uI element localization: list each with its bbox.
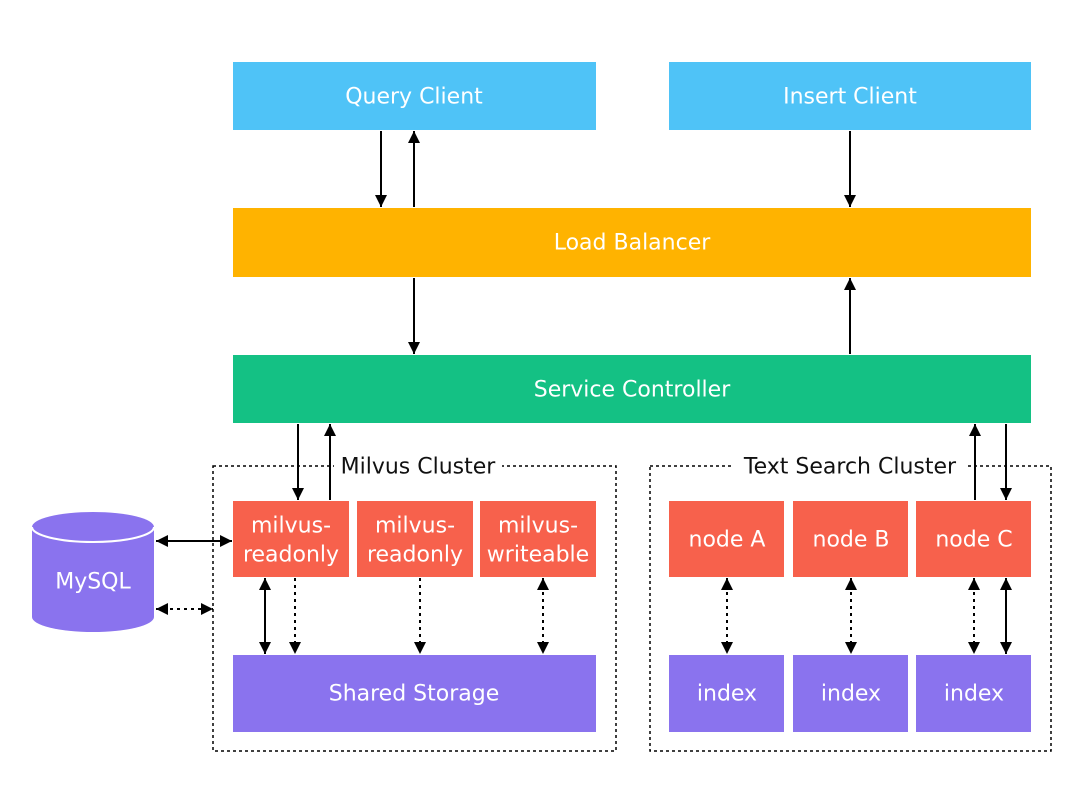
- text-search-node-label: node A: [689, 528, 766, 553]
- service-controller: Service Controller: [233, 355, 1031, 423]
- milvus-node-label: milvus-: [375, 514, 455, 539]
- index-label: index: [821, 682, 881, 707]
- text-search-node-label: node C: [935, 528, 1012, 553]
- insert-client: Insert Client: [669, 62, 1031, 130]
- service-controller-label: Service Controller: [534, 378, 731, 403]
- text-search-node-c: node C: [916, 501, 1031, 577]
- query-client-label: Query Client: [345, 85, 483, 110]
- milvus-node-label: writeable: [487, 543, 589, 568]
- insert-client-label: Insert Client: [783, 85, 917, 110]
- index-c: index: [916, 655, 1031, 732]
- mysql-database: MySQL: [31, 512, 155, 632]
- shared-storage-label: Shared Storage: [329, 682, 500, 707]
- text-search-node-b: node B: [793, 501, 908, 577]
- index-b: index: [793, 655, 908, 732]
- text-search-cluster-title: Text Search Cluster: [743, 455, 957, 480]
- shared-storage: Shared Storage: [233, 655, 596, 732]
- load-balancer: Load Balancer: [233, 208, 1031, 277]
- mysql-label: MySQL: [55, 570, 131, 595]
- milvus-node-label: milvus-: [498, 514, 578, 539]
- milvus-node-label: readonly: [367, 543, 463, 568]
- index-a: index: [669, 655, 784, 732]
- index-label: index: [944, 682, 1004, 707]
- milvus-node-readonly-2: milvus- readonly: [357, 501, 473, 577]
- index-label: index: [697, 682, 757, 707]
- milvus-node-writeable: milvus- writeable: [480, 501, 596, 577]
- milvus-node-readonly-1: milvus- readonly: [233, 501, 349, 577]
- milvus-cluster-frame: [212, 465, 617, 752]
- query-client: Query Client: [233, 62, 596, 130]
- text-search-node-label: node B: [813, 528, 890, 553]
- milvus-node-label: readonly: [243, 543, 339, 568]
- load-balancer-label: Load Balancer: [554, 231, 712, 256]
- milvus-cluster-title: Milvus Cluster: [341, 455, 497, 480]
- milvus-node-label: milvus-: [251, 514, 331, 539]
- text-search-node-a: node A: [669, 501, 784, 577]
